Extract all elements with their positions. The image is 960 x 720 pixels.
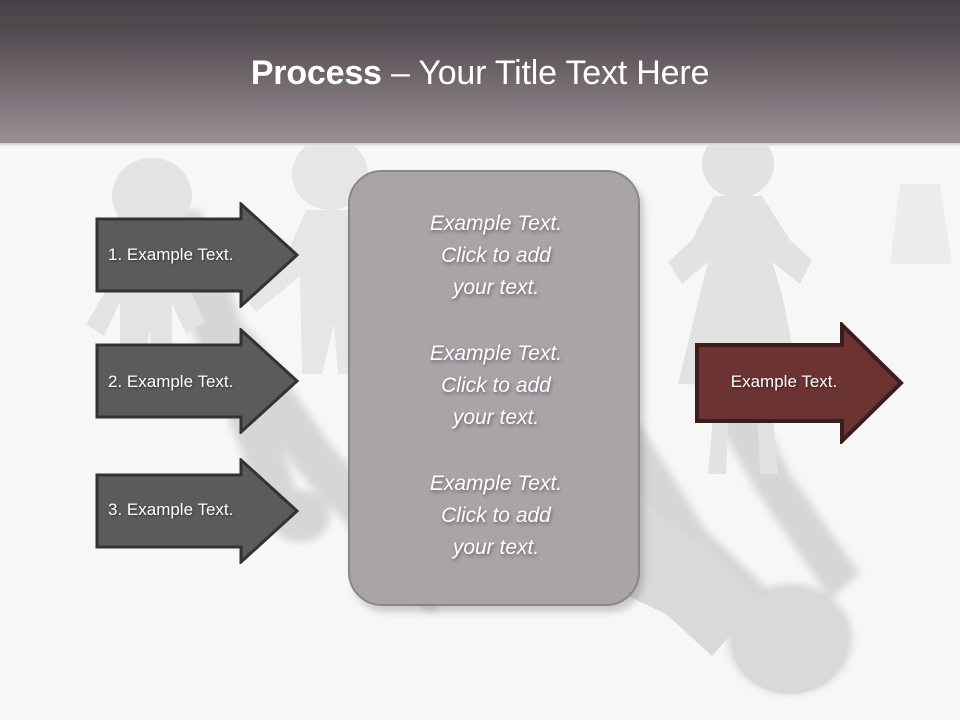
process-step-label-3: 3. Example Text. xyxy=(108,500,234,519)
center-panel-body: Example Text. Click to add your text. Ex… xyxy=(350,208,642,564)
process-step-label-2: 2. Example Text. xyxy=(108,372,234,391)
process-step-arrow-3[interactable] xyxy=(95,458,300,564)
center-panel-paragraph-3[interactable]: Example Text. Click to add your text. xyxy=(429,472,563,559)
title-band-divider xyxy=(0,143,960,146)
center-panel-paragraph-2[interactable]: Example Text. Click to add your text. xyxy=(429,342,563,429)
arrow-shape-3 xyxy=(95,458,300,564)
process-step-label-1: 1. Example Text. xyxy=(108,245,234,264)
center-panel-paragraph-1[interactable]: Example Text. Click to add your text. xyxy=(429,212,563,299)
result-arrow-shape xyxy=(695,322,904,444)
process-step-arrow-2[interactable] xyxy=(95,328,300,434)
arrow-shape-2 xyxy=(95,328,300,434)
result-arrow-label: Example Text. xyxy=(730,372,838,391)
page-title: Process – Your Title Text Here xyxy=(0,52,960,94)
page-title-bold: Process xyxy=(250,54,391,92)
process-step-arrow-1[interactable] xyxy=(95,202,300,308)
cutout-figure-far-right xyxy=(890,184,952,264)
result-arrow[interactable] xyxy=(694,322,904,444)
center-content-panel[interactable]: Example Text. Click to add your text. Ex… xyxy=(348,170,640,606)
page-title-rest: – Your Title Text Here xyxy=(391,54,710,92)
arrow-shape-1 xyxy=(95,202,300,308)
title-band xyxy=(0,0,960,143)
